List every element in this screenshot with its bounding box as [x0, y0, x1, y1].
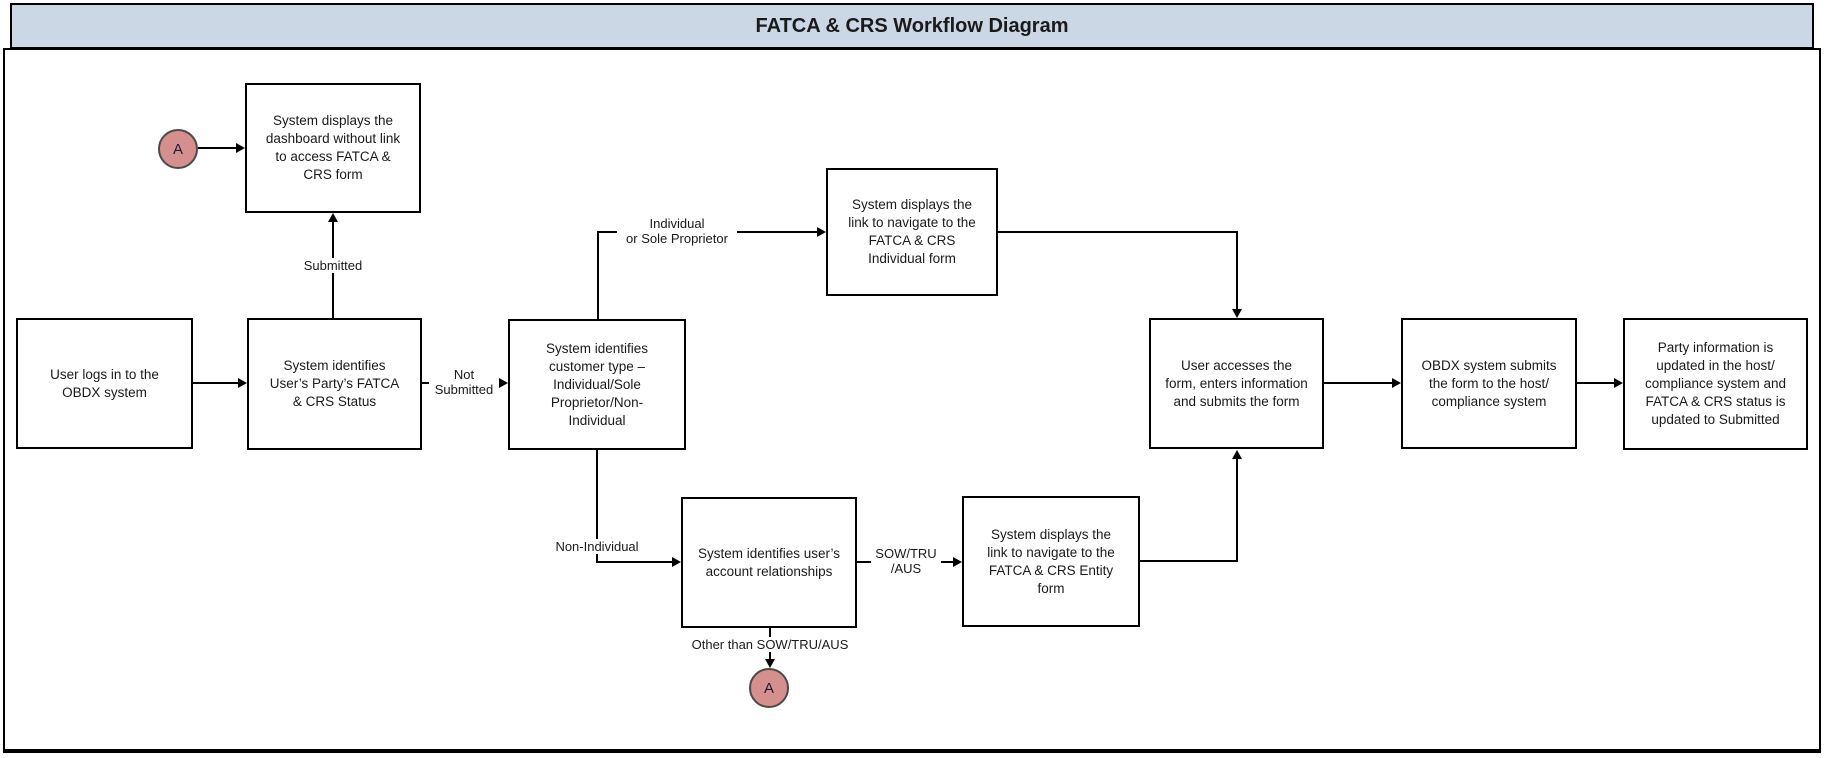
node-party-status-text: System identifies User’s Party’s FATCA &…: [269, 358, 400, 409]
edge-label-non-individual: Non-Individual: [547, 539, 647, 554]
connector-a-top: A: [158, 129, 198, 169]
flow-line-type-up: [597, 232, 599, 319]
diagram-title: FATCA & CRS Workflow Diagram: [755, 14, 1069, 37]
node-account-relationships-text: System identifies user’s account relatio…: [697, 545, 841, 579]
arrowhead-status-to-type: [499, 378, 508, 388]
arrowhead-status-to-dashboard: [328, 213, 338, 222]
node-obdx-submit-text: OBDX system submits the form to the host…: [1421, 357, 1557, 409]
diagram-border-frame: [3, 48, 1821, 753]
node-user-login-text: User logs in to the OBDX system: [50, 366, 159, 400]
arrowhead-entity-to-access: [1232, 450, 1242, 459]
connector-a-bottom-label: A: [763, 679, 774, 697]
node-entity-form-link-text: System displays the link to navigate to …: [987, 526, 1115, 596]
node-individual-form-link: System displays the link to navigate to …: [826, 168, 998, 296]
flow-line-entity-right: [1140, 560, 1238, 562]
flow-line-individual-right: [998, 231, 1238, 233]
edge-label-other-than-sow: Other than SOW/TRU/AUS: [685, 637, 855, 652]
node-dashboard-no-link: System displays the dashboard without li…: [245, 83, 421, 213]
node-customer-type-text: System identifies customer type – Indivi…: [545, 340, 649, 428]
node-obdx-submit: OBDX system submits the form to the host…: [1401, 318, 1577, 449]
node-party-status: System identifies User’s Party’s FATCA &…: [247, 318, 422, 450]
flow-line-type-down: [596, 450, 598, 563]
edge-label-not-submitted: Not Submitted: [429, 367, 499, 397]
node-individual-form-link-text: System displays the link to navigate to …: [848, 197, 976, 266]
node-user-login: User logs in to the OBDX system: [16, 318, 193, 449]
flow-line-type-to-account: [596, 561, 672, 563]
flow-line-individual-down: [1236, 231, 1238, 309]
flow-line-a-to-dashboard: [198, 147, 236, 149]
arrowhead-account-to-a: [765, 659, 775, 668]
arrowhead-obdx-to-party: [1614, 378, 1623, 388]
arrowhead-type-to-individual: [817, 227, 826, 237]
node-user-access-form-text: User accesses the form, enters informati…: [1165, 357, 1308, 409]
node-party-updated: Party information is updated in the host…: [1623, 318, 1808, 450]
arrowhead-account-to-entity: [953, 557, 962, 567]
flow-line-login-to-status: [193, 382, 238, 384]
edge-label-sow-tru-aus: SOW/TRU /AUS: [871, 546, 941, 576]
node-user-access-form: User accesses the form, enters informati…: [1149, 318, 1324, 449]
flow-line-entity-up: [1236, 459, 1238, 562]
diagram-title-bar: FATCA & CRS Workflow Diagram: [10, 3, 1814, 49]
edge-label-submitted: Submitted: [293, 258, 373, 273]
node-entity-form-link: System displays the link to navigate to …: [962, 496, 1140, 627]
arrowhead-access-to-obdx: [1392, 378, 1401, 388]
arrowhead-login-to-status: [238, 378, 247, 388]
node-customer-type: System identifies customer type – Indivi…: [508, 319, 686, 450]
flow-line-obdx-to-party: [1577, 382, 1614, 384]
arrowhead-individual-to-access: [1232, 309, 1242, 318]
arrowhead-a-to-dashboard: [236, 143, 245, 153]
node-dashboard-no-link-text: System displays the dashboard without li…: [265, 113, 401, 182]
flow-line-access-to-obdx: [1324, 382, 1392, 384]
node-account-relationships: System identifies user’s account relatio…: [681, 497, 857, 628]
edge-label-individual-or-sole: Individual or Sole Proprietor: [617, 216, 737, 246]
connector-a-top-label: A: [172, 140, 183, 158]
connector-a-bottom: A: [749, 668, 789, 708]
arrowhead-type-to-account: [672, 557, 681, 567]
node-party-updated-text: Party information is updated in the host…: [1644, 340, 1787, 427]
